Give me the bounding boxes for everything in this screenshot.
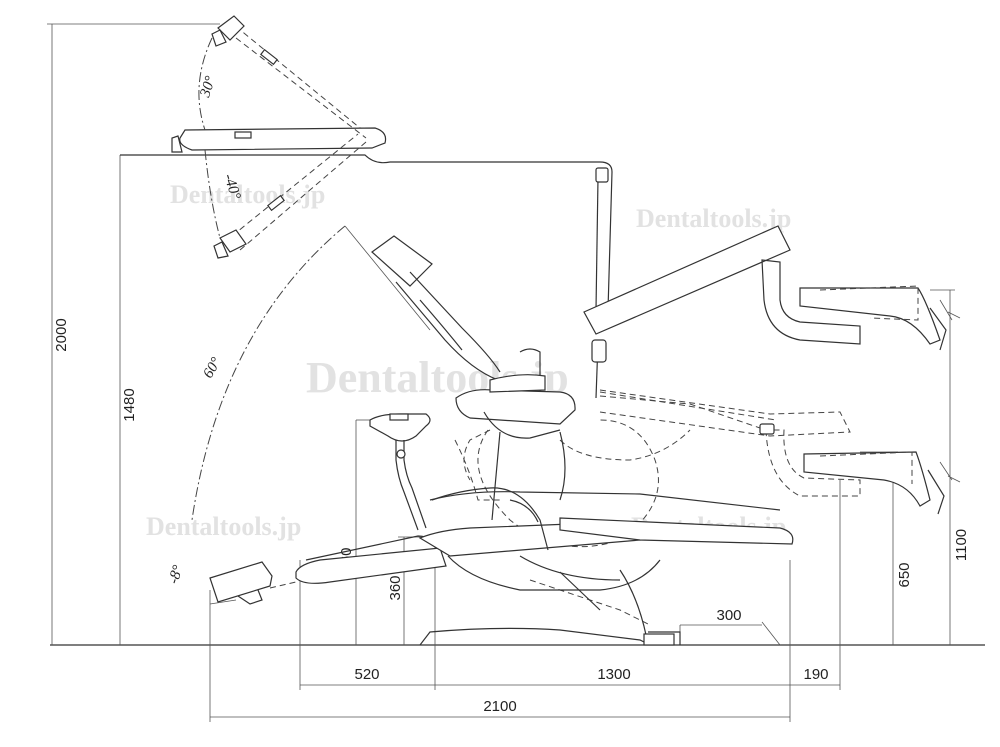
dim-base-width: 300 xyxy=(679,607,781,646)
watermarks: Dentaltools.jp Dentaltools.jp Dentaltool… xyxy=(146,180,791,541)
label-total-height: 2000 xyxy=(53,318,70,351)
headrest-area xyxy=(463,411,566,521)
lower-instrument-tray xyxy=(599,389,961,515)
label-arm-down-angle: -40° xyxy=(220,172,243,202)
upper-instrument-arm xyxy=(583,225,961,351)
reclined-chair: -8° xyxy=(166,487,794,646)
light-arm-positions: 30° -40° xyxy=(171,15,387,259)
watermark-top-right: Dentaltools.jp xyxy=(636,204,791,233)
watermark-top-left: Dentaltools.jp xyxy=(170,180,325,209)
label-backrest-angle: 60° xyxy=(200,355,224,381)
label-post-height: 1480 xyxy=(121,388,138,421)
label-tray-top-height: 1100 xyxy=(953,529,970,561)
label-tray-height: 650 xyxy=(896,562,913,587)
label-arm-up-angle: 30° xyxy=(197,74,219,100)
watermark-bottom-left: Dentaltools.jp xyxy=(146,512,301,541)
raised-backrest xyxy=(371,235,501,381)
dim-tray-height: 650 xyxy=(860,451,913,645)
light-post xyxy=(120,154,613,311)
label-front-offset: 190 xyxy=(803,666,828,683)
label-total-length: 2100 xyxy=(483,698,516,715)
dim-total-height: 2000 xyxy=(47,23,220,645)
dim-tray-top-height: 1100 xyxy=(930,289,970,645)
dim-total-length: 2100 xyxy=(209,590,790,722)
label-leg-tilt-angle: -8° xyxy=(166,563,187,586)
label-body-length: 1300 xyxy=(597,666,630,683)
dim-seat-high: 560 xyxy=(338,419,372,645)
label-leg-length: 520 xyxy=(354,666,379,683)
side-stand xyxy=(369,413,431,531)
dim-horizontal-row: 520 1300 190 xyxy=(299,480,841,722)
label-base-width: 300 xyxy=(716,607,741,624)
label-seat-low: 360 xyxy=(387,575,404,600)
dim-post-height: 1480 xyxy=(119,155,138,645)
